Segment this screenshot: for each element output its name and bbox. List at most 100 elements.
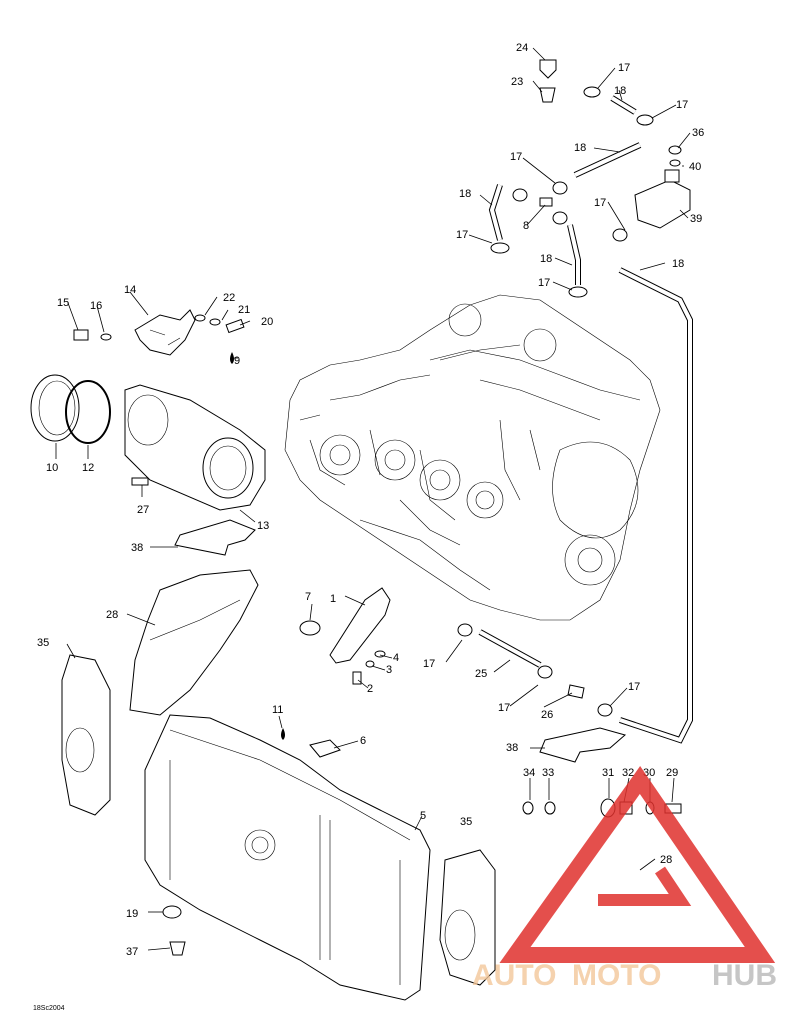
nut-34 [522, 801, 534, 815]
cover-28 [129, 569, 259, 716]
callout-12: 12 [82, 462, 94, 474]
ring-12 [65, 380, 111, 444]
drop-11 [281, 728, 285, 740]
callout-31: 31 [602, 767, 614, 779]
callout-11: 11 [272, 704, 283, 716]
fastener-37 [169, 941, 186, 956]
callout-29: 29 [666, 767, 678, 779]
callout-9: 9 [234, 355, 240, 367]
cap-36 [668, 145, 682, 155]
adapter-13 [124, 384, 266, 511]
callout-10: 10 [46, 462, 58, 474]
panel-35-right [439, 849, 496, 986]
hose-18-top [610, 95, 637, 115]
watermark-auto: AUTO [472, 959, 556, 992]
fitting-24 [539, 59, 557, 79]
callout-19: 19 [126, 908, 138, 920]
callout-17-b: 17 [676, 99, 688, 111]
callout-20: 20 [261, 316, 273, 328]
washer-16 [100, 333, 112, 341]
callout-33: 33 [542, 767, 554, 779]
callout-14: 14 [124, 284, 136, 296]
callout-16: 16 [90, 300, 102, 312]
callout-35-b: 35 [460, 816, 472, 828]
callout-13: 13 [257, 520, 269, 532]
callout-36: 36 [692, 127, 704, 139]
callout-21: 21 [238, 304, 250, 316]
callout-17-c: 17 [510, 151, 522, 163]
callout-17-g: 17 [423, 658, 435, 670]
callout-17-i: 17 [628, 681, 640, 693]
cap-23 [539, 87, 556, 103]
reference-code: 18Sc2004 [33, 1005, 65, 1012]
callout-17-a: 17 [618, 62, 630, 74]
callout-34: 34 [523, 767, 535, 779]
callout-40: 40 [689, 161, 701, 173]
drop-9 [230, 352, 234, 364]
screw-2 [352, 671, 362, 685]
callout-18-b: 18 [574, 142, 586, 154]
callout-7: 7 [305, 591, 311, 603]
clamps-17 [457, 86, 654, 717]
callout-28-a: 28 [106, 609, 118, 621]
fitting-26 [567, 684, 585, 699]
callout-17-f: 17 [594, 197, 606, 209]
fitting-8 [539, 197, 553, 207]
callout-32: 32 [622, 767, 634, 779]
hose-18-mid [567, 224, 581, 285]
callout-27: 27 [137, 504, 149, 516]
callout-18-a: 18 [614, 85, 626, 97]
callout-17-e: 17 [538, 277, 550, 289]
watermark-hub: HUB [712, 959, 777, 992]
hose-18-left [488, 184, 503, 241]
callout-24: 24 [516, 42, 528, 54]
callout-17-d: 17 [456, 229, 468, 241]
callout-38-b: 38 [506, 742, 518, 754]
callout-17-h: 17 [498, 702, 510, 714]
callout-22: 22 [223, 292, 235, 304]
callout-26: 26 [541, 709, 553, 721]
pad-38-upper [174, 519, 256, 556]
screw-20 [225, 318, 245, 334]
callout-1: 1 [330, 593, 336, 605]
washer-33 [544, 801, 556, 815]
washer-40 [669, 159, 681, 167]
screw-15 [73, 329, 89, 341]
callout-35-a: 35 [37, 637, 49, 649]
airbox-5 [144, 714, 431, 1001]
callout-38-a: 38 [131, 542, 143, 554]
grommet-7 [299, 620, 321, 636]
hose-18-upper [573, 142, 642, 178]
callout-28-b: 28 [660, 854, 672, 866]
washer-3 [365, 660, 375, 668]
callout-18-c: 18 [459, 188, 471, 200]
callout-37: 37 [126, 946, 138, 958]
watermark-moto: MOTO [572, 959, 661, 992]
callout-39: 39 [690, 213, 702, 225]
callout-6: 6 [360, 735, 366, 747]
callout-labels: 1 2 3 4 5 6 7 8 9 10 12 11 13 14 15 16 1… [37, 42, 704, 958]
watermark-logo [499, 766, 776, 963]
washer-21 [209, 318, 221, 326]
callout-18-e: 18 [672, 258, 684, 270]
bracket-14 [134, 309, 196, 356]
bracket-1 [329, 587, 391, 664]
tube-25 [478, 629, 542, 668]
callout-23: 23 [511, 76, 523, 88]
pad-38-lower [539, 727, 627, 763]
callout-15: 15 [57, 297, 69, 309]
callout-2: 2 [367, 683, 373, 695]
callout-5: 5 [420, 810, 426, 822]
watermark-text: AUTO MOTO HUB [472, 959, 777, 992]
callout-3: 3 [386, 664, 392, 676]
callout-4: 4 [393, 652, 399, 664]
washer-22 [194, 314, 206, 322]
pad-6 [309, 739, 341, 758]
engine-block [284, 294, 661, 621]
hose-18-right [618, 267, 693, 744]
fastener-19 [162, 905, 182, 919]
callout-25: 25 [475, 668, 487, 680]
callout-8: 8 [523, 220, 529, 232]
panel-35-left [61, 654, 111, 816]
